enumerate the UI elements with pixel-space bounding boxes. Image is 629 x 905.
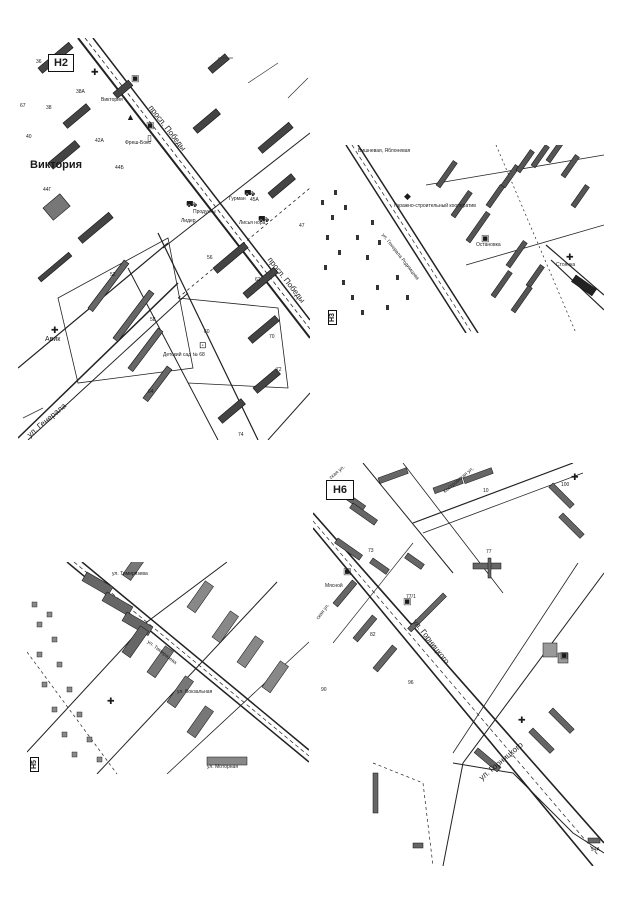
map-sheet-h3: Вишневая, Яблоневая Гаражно-строительный… [316,145,604,333]
district-label: Виктория [30,159,83,171]
bus-stop-icon: ▣ [560,650,569,660]
building-number: 70 [269,334,275,340]
poi-label: Лидер [181,218,196,224]
building-number: 42A [95,138,104,144]
map-sheet-h6: H6 73 77 77/1 82 90 96 94А 100 10 Мясной… [313,463,604,866]
map-note: Стоянка [556,262,576,268]
pharmacy-cross-icon: ✚ [107,696,115,706]
building-number: 90 [321,687,327,693]
building-number: 77 [486,549,492,555]
school-icon: ⊡ [199,340,207,350]
map-sheet-h5-drawing [27,562,309,774]
building-number: 40 [26,134,32,140]
poi-label: Виктория [101,97,123,103]
map-sheet-h2: H2 36 67 38A 38 40 42A 44Б 44Г 45А 47 56… [18,38,310,440]
bus-stop-icon: ▣ [481,233,490,243]
street-label: ул. Вокзальная [177,689,213,695]
building-number: 36 [36,59,42,65]
building-number: 82 [370,632,376,638]
street-label: ул. Тимирязева [112,571,148,577]
poi-label: Авик [45,336,61,343]
building-number: 74 [238,432,244,438]
poi-label: Фреш-Бокс [125,140,151,146]
pharmacy-cross-icon: ✚ [571,472,579,482]
poi-label: Гурман [229,196,246,202]
sheet-badge: H3 [328,310,337,325]
cart-icon: ⛟ [258,214,270,224]
shop-bag-icon: ▣ [131,73,140,83]
shop-bag-icon: ▣ [146,120,155,130]
building-number: 72 [276,367,282,373]
pharmacy-cross-icon: ✚ [518,715,526,725]
bus-stop-icon: ✚ [566,252,574,262]
map-sheet-h2-drawing [18,38,310,440]
building-number: 38A [76,89,85,95]
building-number: 73 [368,548,374,554]
building-number: 64 [148,389,154,395]
sheet-badge: H6 [326,480,354,500]
map-note: ул. Моторная [207,764,239,770]
building-number: 45А [250,197,259,203]
building-number: 94А [591,847,600,853]
building-number: 10 [483,488,489,494]
pharmacy-cross-icon: ✚ [51,325,59,335]
parking-icon: ◆ [404,191,411,201]
poi-label: Мясной [325,583,343,589]
sheet-badge: H5 [30,757,39,772]
cart-icon: ⛟ [186,199,198,209]
building-number: 58 [150,317,156,323]
building-number: 47 [299,223,305,229]
building-number: 67 [20,103,26,109]
building-number: 44Б [115,165,124,171]
sheet-badge: H2 [48,54,74,72]
building-number: 77/1 [406,594,416,600]
map-sheet-h3-drawing [321,145,604,333]
building-number: 56 [207,255,213,261]
poi-label: Лисья нора [239,220,266,226]
map-note: Остановка [476,242,501,248]
poi-label: Продукты [193,209,216,215]
building-number: 60 [204,329,210,335]
building-number: 100 [561,482,570,488]
pharmacy-cross-icon: ✚ [91,67,99,77]
building-number: 52 [110,272,116,278]
lock-icon: ▲ [126,112,135,122]
cart-icon: ⛟ [244,188,256,198]
shop-bag-icon: ▣ [403,596,412,606]
map-sheet-h6-drawing [313,463,604,866]
shop-bag-icon: ▣ [343,566,352,576]
building-number: 62 [255,277,261,283]
map-note: Гаражно-строительный кооператив [394,203,476,209]
map-sheet-h5: ул. Тимирязева ул. Тимирязева ул. Вокзал… [27,562,309,774]
building-number: 38 [46,105,52,111]
building-number: 96 [408,680,414,686]
poi-label: Детский сад № 68 [163,352,205,358]
shop-bag-icon: ▯ [147,133,152,143]
building-number: 44Г [43,187,52,193]
map-note: Вишневая, Яблоневая [358,148,411,154]
